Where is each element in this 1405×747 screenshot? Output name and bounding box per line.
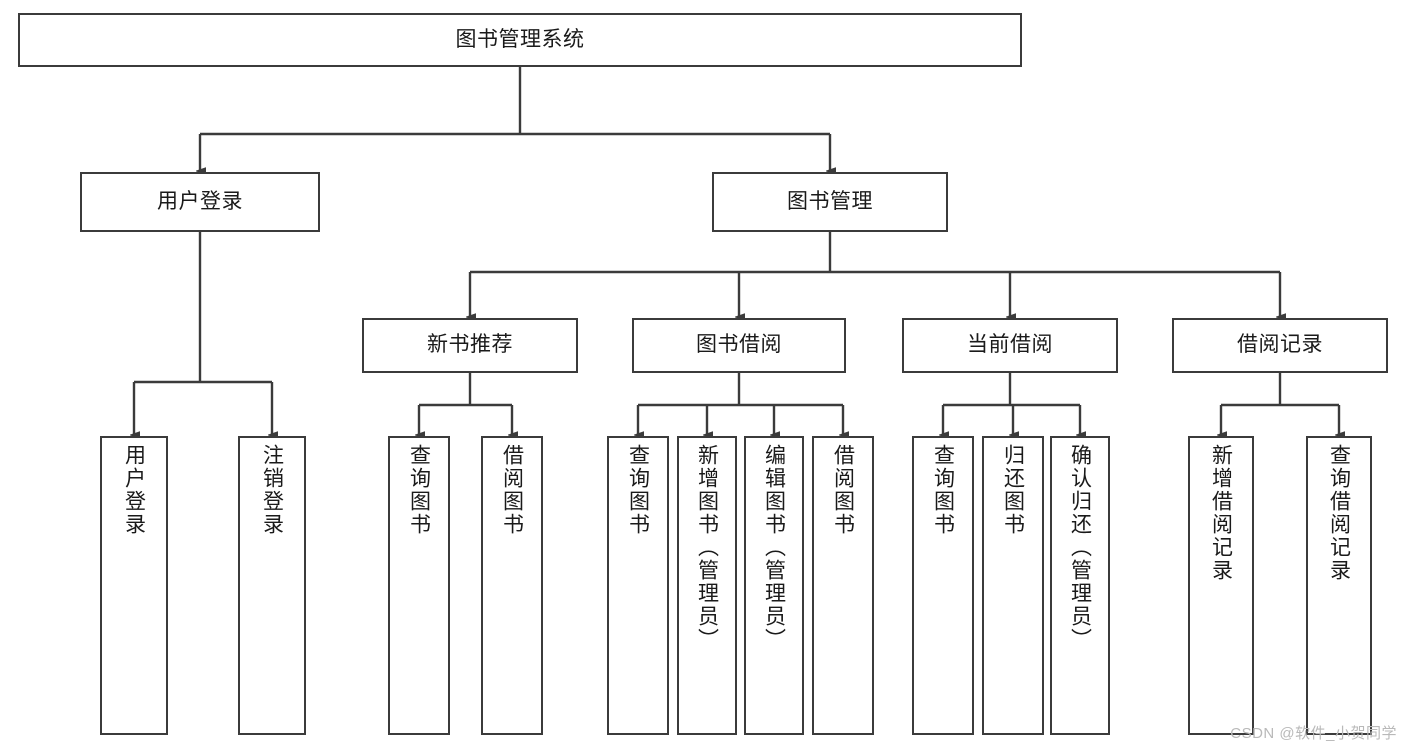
csdn-watermark: CSDN @软件_小贺同学 bbox=[1230, 725, 1397, 742]
node-current[interactable]: 当前借阅 bbox=[902, 318, 1118, 373]
node-label: 借阅图书 bbox=[831, 444, 855, 536]
node-l_borrow1[interactable]: 借阅图书 bbox=[481, 436, 543, 735]
node-login[interactable]: 用户登录 bbox=[80, 172, 320, 232]
node-l_edit[interactable]: 编辑图书（管理员） bbox=[744, 436, 804, 735]
node-l_queryrec[interactable]: 查询借阅记录 bbox=[1306, 436, 1372, 735]
node-label: 当前借阅 bbox=[967, 333, 1053, 357]
node-label: 借阅记录 bbox=[1237, 333, 1323, 357]
node-label: 新增图书（管理员） bbox=[695, 444, 719, 651]
node-label: 图书管理 bbox=[787, 189, 873, 213]
node-records[interactable]: 借阅记录 bbox=[1172, 318, 1388, 373]
node-label: 图书借阅 bbox=[696, 333, 782, 357]
node-label: 查询图书 bbox=[407, 444, 431, 536]
node-l_borrow2[interactable]: 借阅图书 bbox=[812, 436, 874, 735]
node-label: 查询图书 bbox=[931, 444, 955, 536]
node-l_query2[interactable]: 查询图书 bbox=[607, 436, 669, 735]
node-newbooks[interactable]: 新书推荐 bbox=[362, 318, 578, 373]
node-borrow[interactable]: 图书借阅 bbox=[632, 318, 846, 373]
node-l_login[interactable]: 用户登录 bbox=[100, 436, 168, 735]
node-label: 编辑图书（管理员） bbox=[762, 444, 786, 651]
node-label: 查询借阅记录 bbox=[1327, 444, 1351, 582]
node-label: 图书管理系统 bbox=[455, 27, 585, 51]
node-label: 查询图书 bbox=[626, 444, 650, 536]
node-label: 借阅图书 bbox=[500, 444, 524, 536]
edge-paths bbox=[134, 67, 1339, 435]
node-bookmgmt[interactable]: 图书管理 bbox=[712, 172, 948, 232]
node-label: 用户登录 bbox=[157, 189, 243, 213]
node-l_query1[interactable]: 查询图书 bbox=[388, 436, 450, 735]
node-l_query3[interactable]: 查询图书 bbox=[912, 436, 974, 735]
node-l_logout[interactable]: 注销登录 bbox=[238, 436, 306, 735]
node-l_confirm[interactable]: 确认归还（管理员） bbox=[1050, 436, 1110, 735]
node-label: 新增借阅记录 bbox=[1209, 444, 1233, 582]
node-l_return[interactable]: 归还图书 bbox=[982, 436, 1044, 735]
node-l_add[interactable]: 新增图书（管理员） bbox=[677, 436, 737, 735]
node-label: 新书推荐 bbox=[427, 333, 513, 357]
node-label: 注销登录 bbox=[260, 444, 284, 536]
node-root[interactable]: 图书管理系统 bbox=[18, 13, 1022, 67]
node-label: 归还图书 bbox=[1001, 444, 1025, 536]
node-label: 用户登录 bbox=[122, 444, 146, 536]
node-label: 确认归还（管理员） bbox=[1068, 444, 1092, 651]
node-l_addrec[interactable]: 新增借阅记录 bbox=[1188, 436, 1254, 735]
